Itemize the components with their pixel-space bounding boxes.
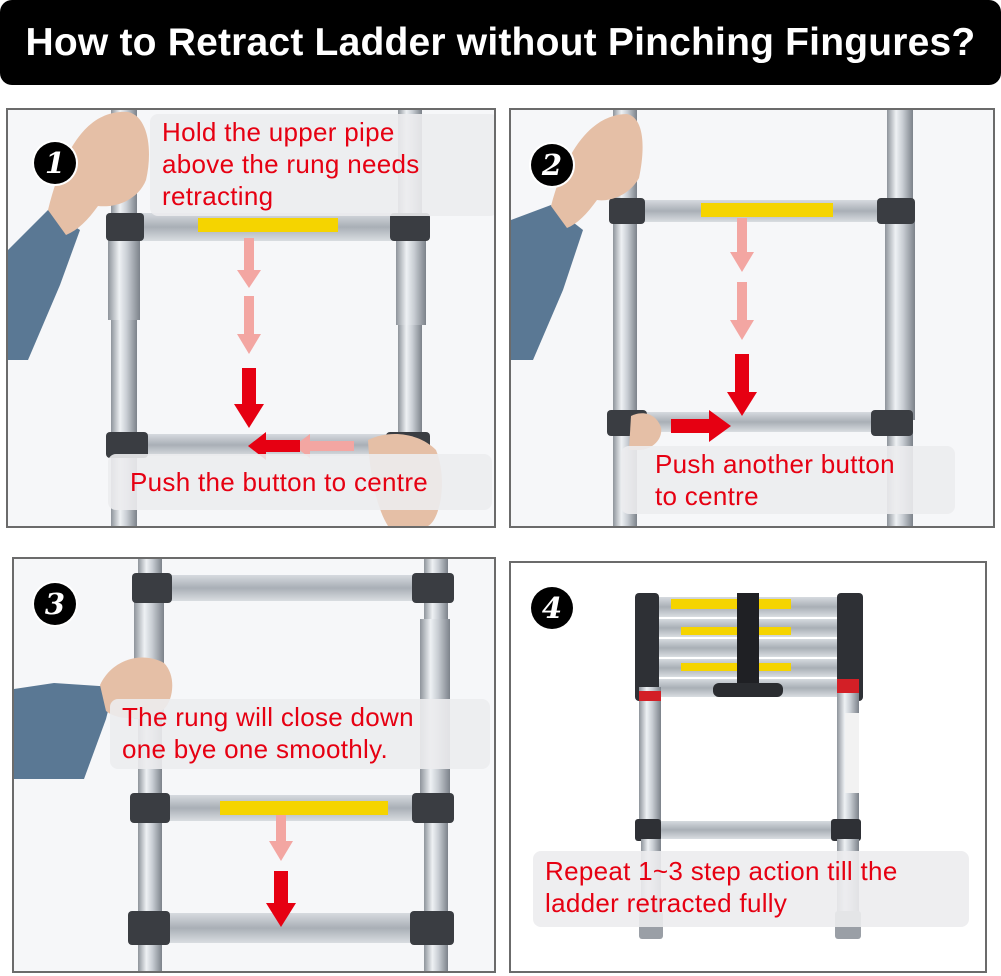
arm-sleeve bbox=[511, 205, 583, 360]
left-pipe bbox=[639, 687, 661, 835]
upper-rung bbox=[134, 575, 452, 601]
hand-icon bbox=[551, 114, 643, 228]
step-1-panel: 1 Hold the upper pipe above the rung nee… bbox=[6, 108, 496, 528]
step-2-panel: 2 Push another button to centre bbox=[509, 108, 995, 528]
step-number-badge: 3 bbox=[34, 583, 76, 625]
step-3-panel: 3 The rung will close down one bye one s… bbox=[12, 557, 496, 973]
step-1-caption: Hold the upper pipe above the rung needs… bbox=[150, 114, 494, 216]
bottom-rung bbox=[639, 821, 861, 839]
step-3-caption: The rung will close down one bye one smo… bbox=[110, 699, 490, 769]
title-banner: How to Retract Ladder without Pinching F… bbox=[0, 0, 1001, 85]
step-2-caption: Push another button to centre bbox=[621, 446, 955, 514]
hand-icon bbox=[48, 111, 149, 235]
step-1-caption-2: Push the button to centre bbox=[108, 454, 492, 510]
warning-label bbox=[701, 203, 833, 217]
hand-icon bbox=[629, 413, 662, 450]
arm-sleeve bbox=[14, 683, 114, 779]
arrow-right-icon bbox=[671, 410, 731, 442]
arm-sleeve bbox=[8, 210, 80, 360]
step-number-badge: 4 bbox=[531, 587, 573, 629]
retracted-rung-stack bbox=[635, 593, 863, 701]
arrow-left-icon bbox=[248, 432, 354, 460]
arrow-down-icon bbox=[266, 815, 296, 927]
lower-rung bbox=[130, 913, 450, 943]
carry-handle bbox=[713, 683, 783, 697]
warning-label bbox=[198, 218, 338, 232]
step-number-badge: 1 bbox=[34, 142, 76, 184]
warning-label bbox=[671, 599, 791, 609]
warning-label bbox=[220, 801, 388, 815]
step-number-badge: 2 bbox=[531, 144, 573, 186]
arrow-down-icon bbox=[234, 238, 264, 428]
step-4-panel: 4 Repeat 1~3 step action till the ladder… bbox=[509, 561, 987, 973]
step-4-caption: Repeat 1~3 step action till the ladder r… bbox=[533, 851, 969, 927]
page-title: How to Retract Ladder without Pinching F… bbox=[25, 20, 976, 64]
arrow-down-icon bbox=[727, 218, 757, 416]
